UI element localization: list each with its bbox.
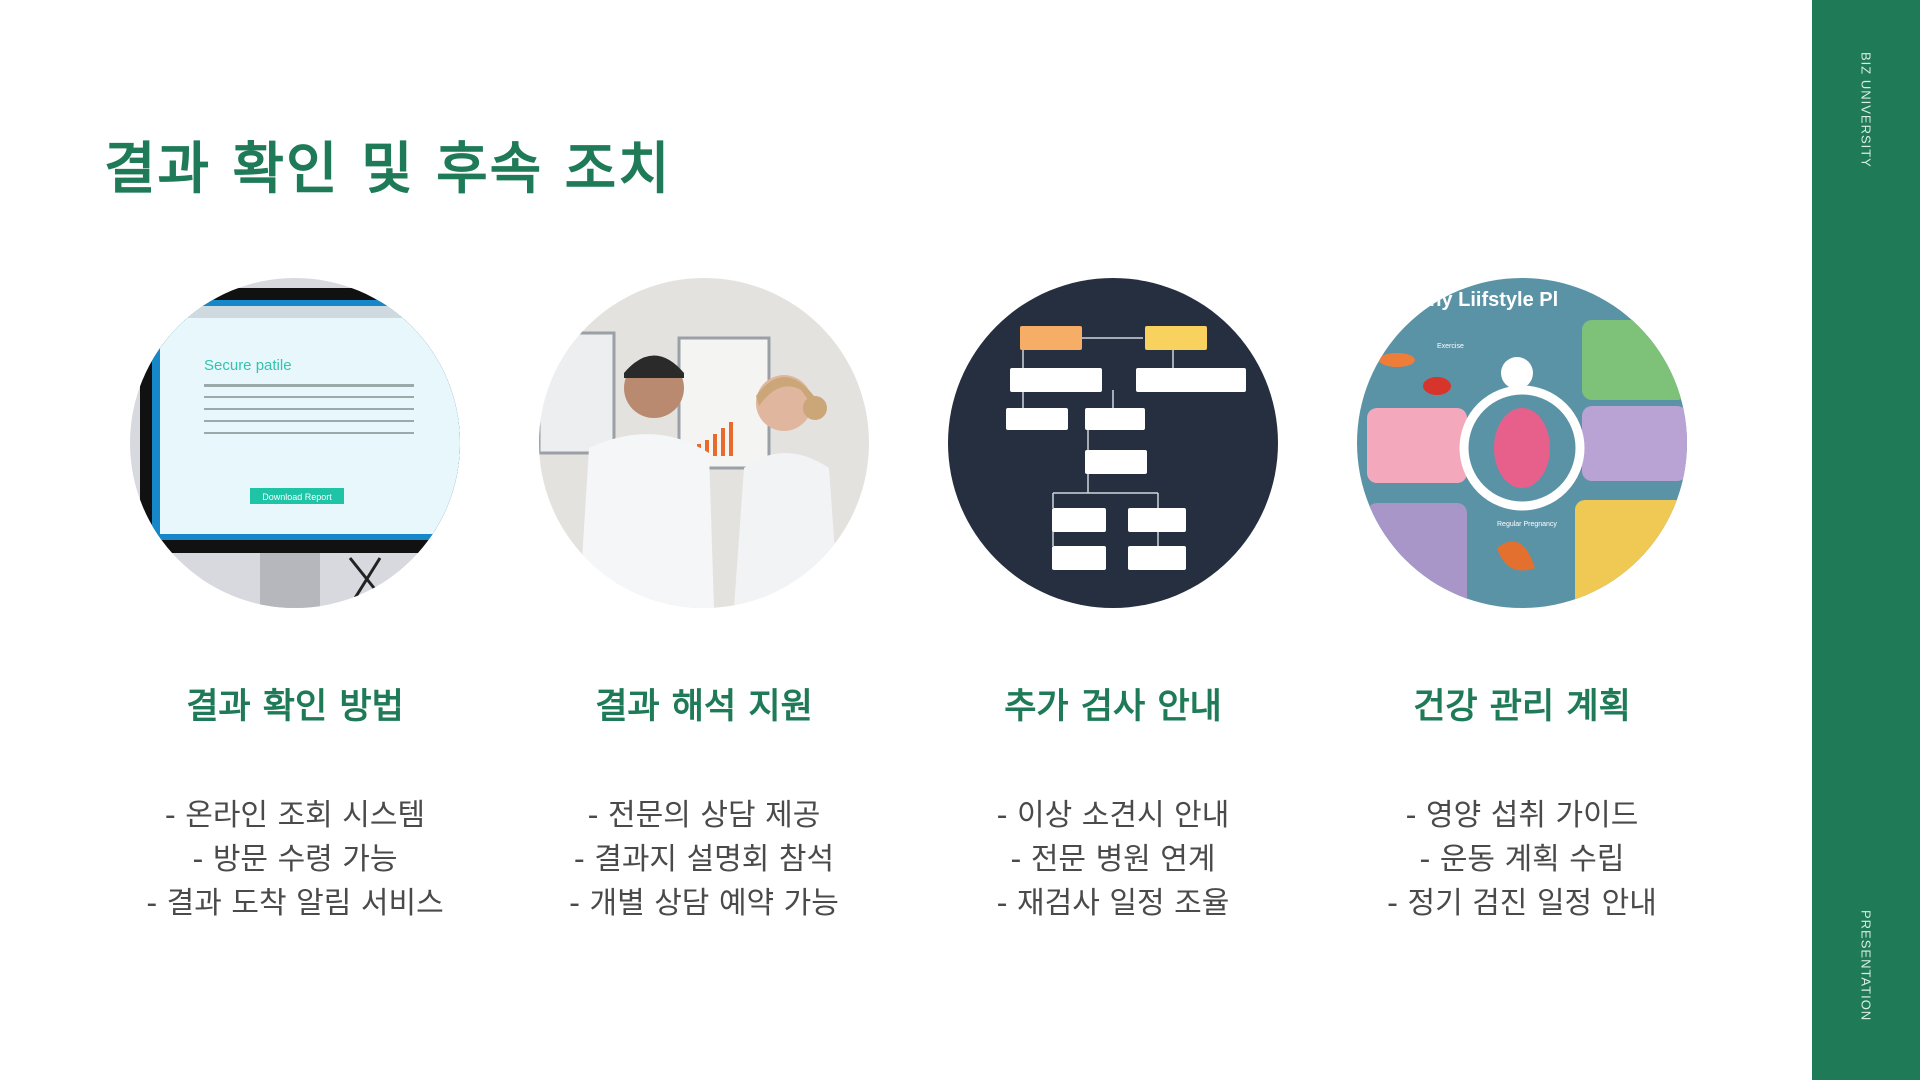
bullet-line: - 재검사 일정 조율 [996, 886, 1230, 921]
bullet-line: - 개별 상담 예약 가능 [569, 886, 839, 921]
page-title: 결과 확인 및 후속 조치 [104, 137, 672, 202]
monitor-heading-text: Secure patile [204, 357, 292, 374]
lifestyle-infographic: lthy Liifstyle Pl Exercise Regular Pregn… [1357, 278, 1687, 608]
bullet-line: - 운동 계획 수립 [1419, 842, 1625, 877]
bullet-line: - 전문의 상담 제공 [587, 798, 821, 833]
card-bullets: - 전문의 상담 제공 - 결과지 설명회 참석 - 개별 상담 예약 가능 [499, 794, 909, 926]
card-additional-tests: 추가 검사 안내 - 이상 소견시 안내 - 전문 병원 연계 - 재검사 일정… [908, 278, 1318, 921]
card-bullets: - 이상 소견시 안내 - 전문 병원 연계 - 재검사 일정 조율 [908, 794, 1318, 926]
card-title: 건강 관리 계획 [1413, 687, 1631, 727]
card-health-plan: lthy Liifstyle Pl Exercise Regular Pregn… [1317, 278, 1727, 921]
side-bar: BIZ UNIVERSITY PRESENTATION [1812, 0, 1920, 1080]
flowchart-image [948, 278, 1278, 608]
bullet-line: - 정기 검진 일정 안내 [1387, 886, 1657, 921]
bullet-line: - 방문 수령 가능 [192, 842, 398, 877]
card-title: 결과 해석 지원 [595, 687, 813, 727]
bullet-line: - 온라인 조회 시스템 [164, 798, 426, 833]
bullet-line: - 결과지 설명회 참석 [573, 842, 835, 877]
download-report-button-text: Download Report [262, 492, 332, 502]
card-bullets: - 온라인 조회 시스템 - 방문 수령 가능 - 결과 도착 알림 서비스 [90, 794, 500, 926]
side-presentation-label: PRESENTATION [1858, 910, 1874, 1022]
card-title: 추가 검사 안내 [1004, 687, 1222, 727]
bullet-line: - 전문 병원 연계 [1010, 842, 1216, 877]
monitor-photo: Secure patile Download Report [130, 278, 460, 608]
infographic-label-exercise: Exercise [1437, 343, 1464, 350]
card-result-check: Secure patile Download Report 결과 확인 방법 -… [90, 278, 500, 921]
side-brand-label: BIZ UNIVERSITY [1858, 52, 1874, 168]
bullet-line: - 이상 소견시 안내 [996, 798, 1230, 833]
card-result-interpretation: 결과 해석 지원 - 전문의 상담 제공 - 결과지 설명회 참석 - 개별 상… [499, 278, 909, 921]
doctors-photo [539, 278, 869, 608]
infographic-heading-text: lthy Liifstyle Pl [1417, 289, 1558, 311]
bullet-line: - 영양 섭취 가이드 [1405, 798, 1639, 833]
infographic-label-pregnancy: Regular Pregnancy [1497, 521, 1557, 528]
card-title: 결과 확인 방법 [186, 687, 404, 727]
bullet-line: - 결과 도착 알림 서비스 [146, 886, 444, 921]
card-bullets: - 영양 섭취 가이드 - 운동 계획 수립 - 정기 검진 일정 안내 [1317, 794, 1727, 926]
